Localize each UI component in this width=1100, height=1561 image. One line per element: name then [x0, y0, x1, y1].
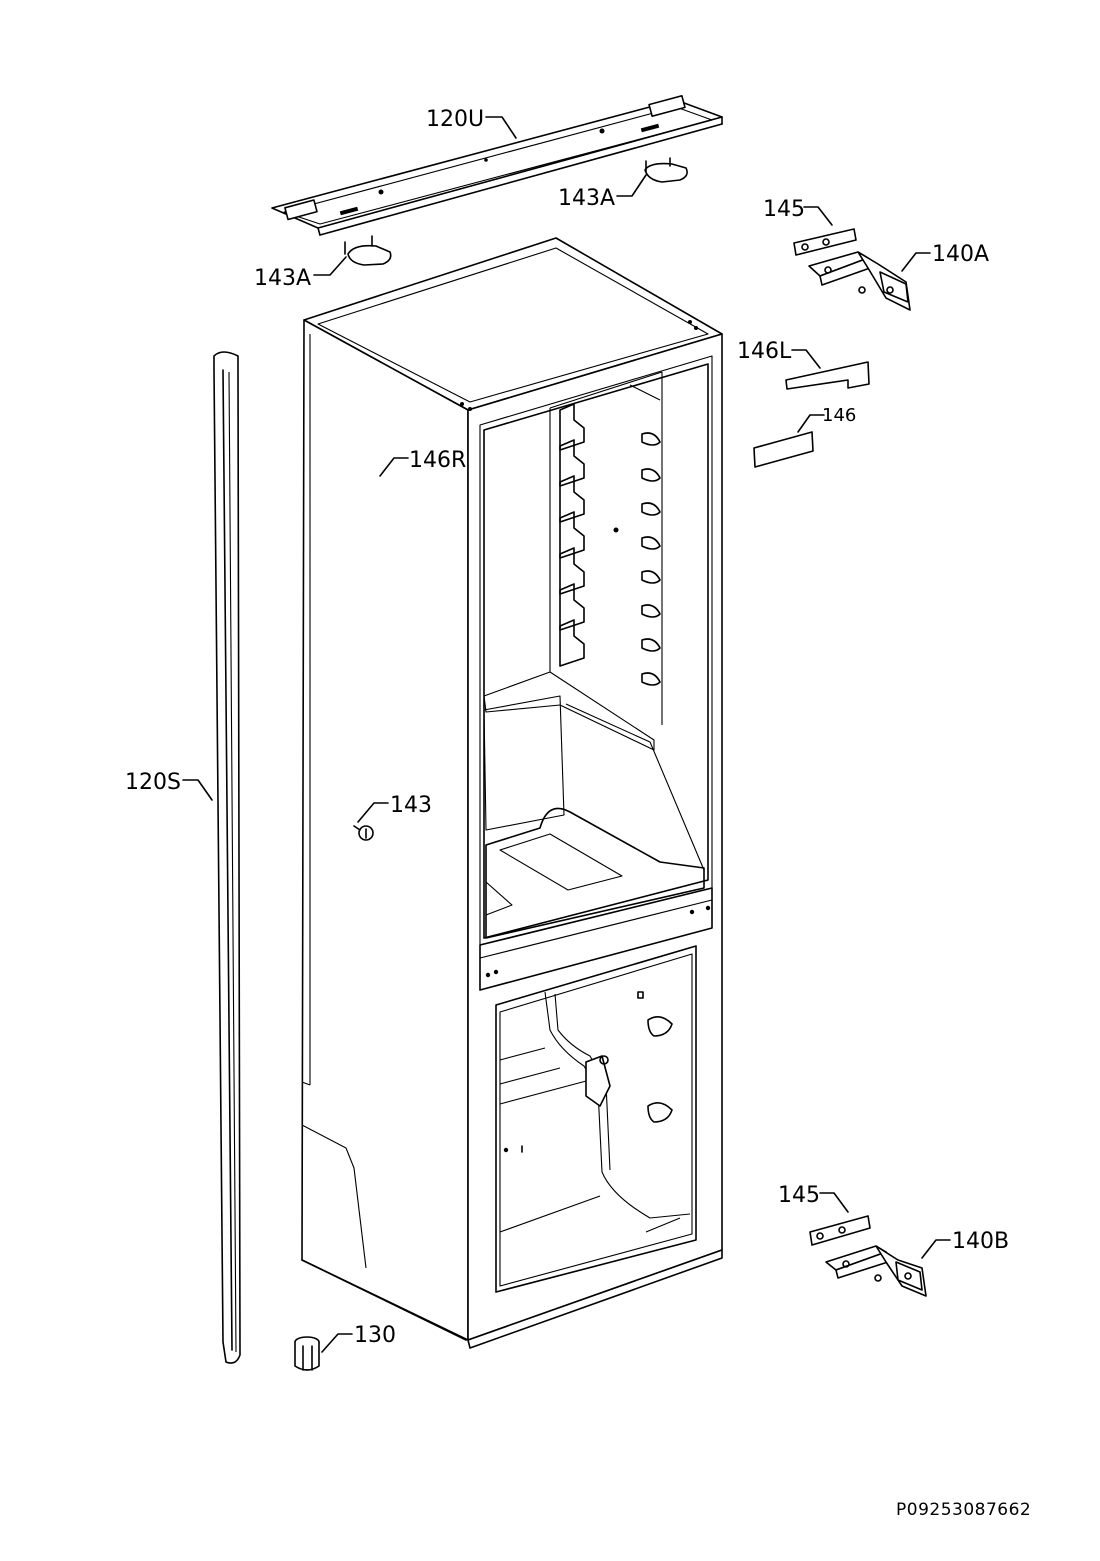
part-pin — [353, 825, 374, 841]
document-id: P09253087662 — [896, 1500, 1032, 1520]
label-pin: 143 — [390, 793, 432, 818]
shelf-supports-right — [641, 432, 661, 686]
part-cover-left — [785, 361, 870, 390]
label-side-seal: 120S — [125, 770, 181, 795]
label-hinge-plate-top: 145 — [763, 197, 805, 222]
part-top-cap-right — [644, 157, 688, 183]
part-cover — [753, 431, 814, 468]
part-top-rail — [271, 95, 723, 236]
part-hinge-plate-bottom — [809, 1215, 871, 1246]
label-cover-right: 146R — [409, 448, 466, 473]
callout-labels: 120U 143A 143A 145 140A 146L 146 146R 12… — [125, 107, 1009, 1348]
label-foot: 130 — [354, 1323, 396, 1348]
part-hinge-plate-top — [793, 228, 857, 256]
part-hinge-bottom — [825, 1245, 927, 1297]
label-hinge-top: 140A — [932, 242, 989, 267]
label-hinge-plate-bottom: 145 — [778, 1183, 820, 1208]
label-hinge-bottom: 140B — [952, 1229, 1009, 1254]
label-top-cap-right: 143A — [558, 186, 615, 211]
label-top-cap-left: 143A — [254, 266, 311, 291]
part-side-seal — [213, 351, 241, 1364]
label-cover-left: 146L — [737, 339, 792, 364]
shelf-supports-left — [559, 403, 585, 667]
part-cabinet — [301, 237, 723, 1349]
label-top-rail: 120U — [426, 107, 484, 132]
part-hinge-top — [808, 251, 911, 311]
part-top-cap-left — [344, 235, 392, 266]
label-cover: 146 — [822, 405, 856, 426]
leader-lines — [182, 116, 951, 1353]
part-foot — [294, 1336, 320, 1371]
